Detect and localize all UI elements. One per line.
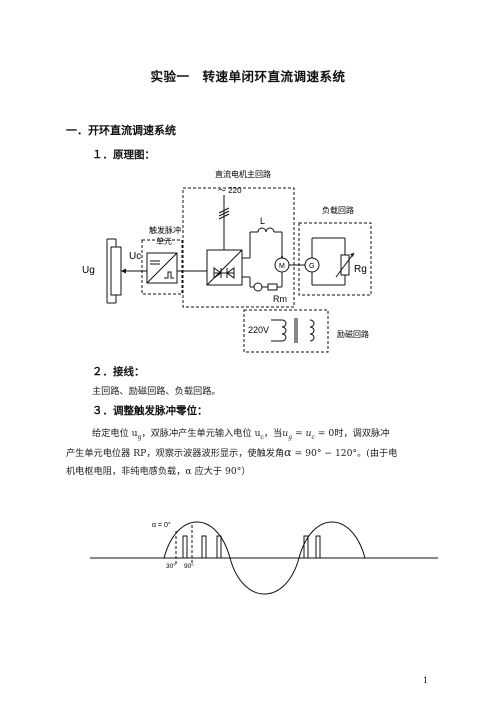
trigger-unit-box [141,239,183,295]
trigger-block [146,252,178,284]
subheading-trigger-zero: ３．调整触发脉冲零位： [92,405,208,417]
pulse-5 [315,535,321,559]
paragraph-line-2: 产生单元电位器 RP，观察示波器波形显示，使触发角α = 90° − 120°。… [66,446,398,459]
inductor-l [257,227,275,233]
subheading-wiring: ２．接线： [92,366,145,378]
load-circuit-label: 负载回路 [322,205,354,215]
page-title: 实验一 转速单闭环直流调速系统 [150,69,346,84]
main-circuit-box [182,187,295,308]
ammeter [253,282,263,292]
page-number: 1 [423,676,429,685]
rg-label: Rg [354,264,367,275]
paragraph-line-1: 给定电位 ug，双脉冲产生单元输入电位 uc，当ug = uc = 0时，调双脉… [92,428,390,441]
ac-supply-label: ～ 220 [218,186,242,195]
pulse-1 [182,535,188,559]
inductor-label: L [260,216,265,226]
field-circuit-box [243,309,329,353]
field-supply-label: 220V [248,325,269,335]
resistor-rm [267,283,278,291]
section-heading-open-loop: 一．开环直流调速系统 [66,124,176,137]
pulse-4 [303,535,309,559]
load-circuit-box [298,222,372,296]
mark-90-label: 90° [184,562,194,570]
subheading-schematic: １．原理图： [92,149,155,161]
waveform-diagram: α = 0° 30° 90° [90,521,438,595]
main-circuit-label: 直流电机主回路 [215,169,271,179]
sine-wave [163,521,366,595]
pulse-2 [201,535,207,559]
ug-potentiometer [110,246,122,296]
ug-label: Ug [82,265,95,276]
wiring-text: 主回路、励磁回路、负载回路。 [92,386,221,397]
circuit-diagram: 直流电机主回路 ～ 220 负载回路 触发脉冲 单元 Ug Uc L M G R… [82,169,372,353]
field-winding-right [309,319,315,342]
mark-30-label: 30° [166,562,176,570]
rm-label: Rm [273,294,287,304]
generator-label: G [309,263,314,270]
trigger-unit-label-2: 单元 [156,236,172,246]
resistor-rg [340,254,350,276]
motor-label: M [279,263,285,270]
alpha-zero-label: α = 0° [152,521,171,529]
field-circuit-label: 励磁回路 [337,329,369,339]
pulse-3 [216,535,222,559]
field-winding-left [281,319,287,342]
uc-label: Uc [129,251,141,262]
trigger-unit-label-1: 触发脉冲 [149,225,181,235]
paragraph-line-3: 机电枢电阻，非纯电感负载，α 应大于 90°） [66,466,251,477]
